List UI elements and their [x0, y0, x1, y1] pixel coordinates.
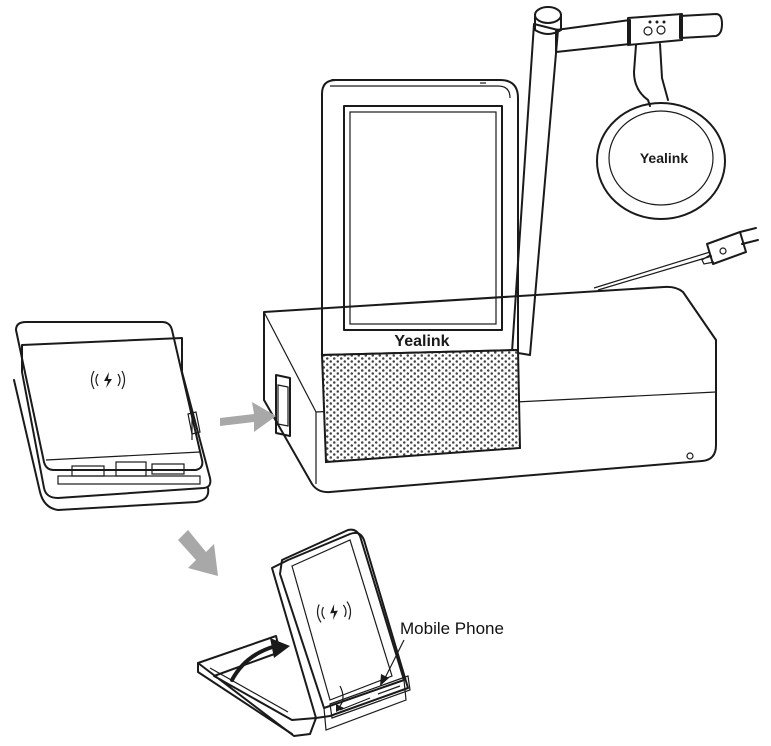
wireless-charging-icon	[90, 370, 126, 390]
flow-arrow	[220, 402, 276, 432]
base-station: Yealink Yealink	[263, 6, 759, 494]
handset-screen	[343, 105, 503, 331]
usb-plug	[701, 227, 759, 265]
docked-handset: Yealink	[321, 79, 519, 356]
status-led	[686, 452, 694, 460]
headset-brand-logo: Yealink	[640, 150, 688, 166]
usb-cable	[593, 251, 711, 289]
headset-hook	[627, 13, 683, 46]
wireless-charger	[13, 321, 212, 511]
headset-ear-cup: Yealink	[596, 102, 726, 220]
mobile-phone	[279, 528, 405, 709]
flow-arrow	[178, 530, 218, 576]
charger-with-mobile-phone	[197, 528, 411, 737]
headset-band	[633, 44, 651, 107]
headset-stand-pole	[511, 23, 559, 356]
wireless-charging-icon	[316, 601, 352, 623]
speaker-grille	[320, 348, 522, 464]
callout-label: Mobile Phone	[400, 619, 504, 638]
handset-port	[275, 374, 291, 437]
mobile-phone-callout: Mobile Phone	[380, 619, 504, 686]
headset-stand-arm	[555, 19, 631, 53]
rotate-arrow	[230, 638, 290, 682]
base-brand-logo: Yealink	[394, 333, 449, 350]
